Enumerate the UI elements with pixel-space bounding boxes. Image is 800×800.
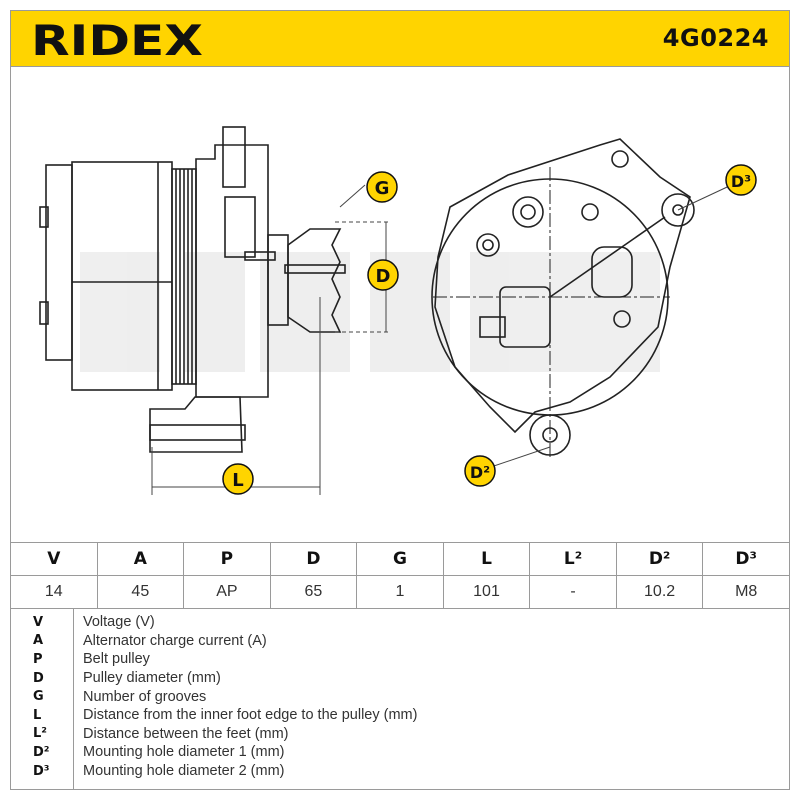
spec-value: 1 [356,575,444,609]
legend-desc: Belt pulley [83,651,150,668]
legend-desc: Pulley diameter (mm) [83,670,221,687]
front-view [431,138,695,459]
logo-text: RIDEX [31,19,203,61]
svg-text:D³: D³ [731,172,751,191]
spec-header: L² [529,542,617,576]
legend: V Voltage (V) A Alternator charge current … [10,608,790,790]
legend-desc: Distance between the feet (mm) [83,725,289,742]
spec-header: D³ [702,542,790,576]
legend-item: D³ Mounting hole diameter 2 (mm) [11,762,789,781]
label-d2: D² [464,455,496,487]
svg-text:D: D [376,266,391,287]
label-d: D [367,259,399,291]
spec-value: 14 [10,575,98,609]
svg-text:G: G [375,178,390,199]
spec-value: M8 [702,575,790,609]
legend-item: G Number of grooves [11,687,789,706]
spec-value: AP [183,575,271,609]
legend-desc: Mounting hole diameter 1 (mm) [83,744,285,761]
side-view [39,126,346,453]
product-code: 4G0224 [662,24,769,52]
spec-header: V [10,542,98,576]
spec-value: - [529,575,617,609]
legend-key: L² [33,726,47,742]
spec-header: D² [615,542,704,576]
legend-desc: Alternator charge current (A) [83,632,267,649]
spec-value: 101 [442,575,531,609]
ridex-logo: RIDEX [31,19,203,61]
spec-header: P [183,542,271,576]
spec-value: 45 [96,575,185,609]
spec-header-row: V A P D G L L² D² D³ [10,542,790,576]
legend-key: D² [33,744,50,760]
spec-header: D [269,542,358,576]
legend-divider [73,608,74,790]
spec-value: 10.2 [615,575,704,609]
legend-item: P Belt pulley [11,650,789,669]
label-g: G [366,171,398,203]
spec-value-row: 14 45 AP 65 1 101 - 10.2 M8 [10,575,790,609]
spec-header: L [442,542,531,576]
legend-item: D² Mounting hole diameter 1 (mm) [11,743,789,762]
legend-key: D [33,670,44,686]
legend-item: V Voltage (V) [11,613,789,632]
legend-key: G [33,689,44,705]
legend-desc: Voltage (V) [83,614,155,631]
alternator-drawing: G D L D³ D² [39,126,757,495]
legend-key: A [33,633,44,649]
legend-item: D Pulley diameter (mm) [11,669,789,688]
legend-item: A Alternator charge current (A) [11,632,789,651]
spec-table: V A P D G L L² D² D³ 14 45 AP 65 1 101 -… [10,542,790,609]
svg-text:L: L [232,470,243,491]
legend-key: L [33,707,42,723]
legend-item: L² Distance between the feet (mm) [11,725,789,744]
legend-key: D³ [33,763,50,779]
spec-header: G [356,542,444,576]
header-bar: RIDEX 4G0224 [10,10,790,67]
legend-desc: Mounting hole diameter 2 (mm) [83,763,285,780]
legend-key: P [33,651,43,667]
svg-text:D²: D² [470,463,490,482]
legend-item: L Distance from the inner foot edge to th… [11,706,789,725]
legend-desc: Number of grooves [83,688,207,705]
label-l: L [222,463,254,495]
legend-key: V [33,614,44,630]
spec-header: A [96,542,185,576]
spec-value: 65 [269,575,358,609]
legend-desc: Distance from the inner foot edge to the… [83,707,418,724]
label-d3: D³ [725,164,757,196]
